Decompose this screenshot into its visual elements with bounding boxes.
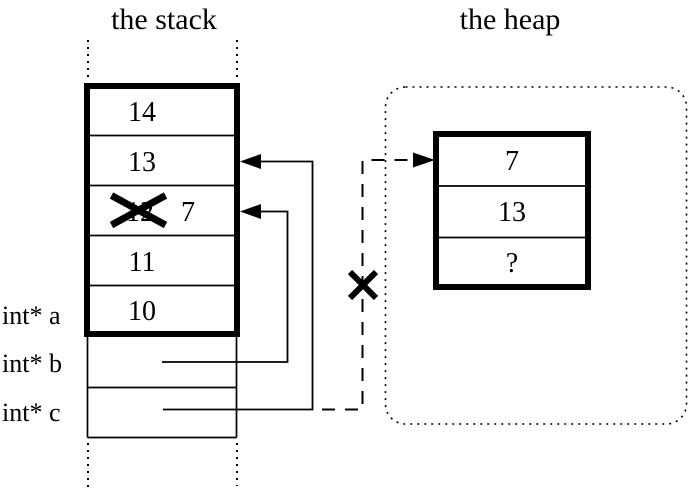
stack-cell-value-14: 14: [128, 97, 156, 128]
heap-cell-value-7: 7: [505, 146, 519, 177]
heap-cell-value-unknown: ?: [506, 248, 518, 279]
stack-title: the stack: [111, 3, 217, 36]
pointer-c-arrowhead-icon: [240, 154, 261, 169]
heap-region-dotted-border: [384, 86, 688, 425]
stack-frame-box: [84, 83, 240, 337]
pointer-c-line: [163, 160, 314, 411]
variable-label-c: int* c: [2, 398, 61, 427]
variable-label-b: int* b: [2, 349, 62, 378]
dangling-pointer-arrowhead-icon: [413, 152, 435, 168]
pointer-variable-cells: [86, 336, 238, 439]
pointer-b-arrowhead-icon: [240, 204, 261, 219]
variable-label-a: int* a: [2, 301, 61, 330]
stack-cell-value-10: 10: [128, 296, 156, 327]
heap-block-box: [433, 131, 591, 290]
stack-cell-value-11: 11: [129, 247, 156, 278]
severed-link-x-icon: [347, 269, 379, 301]
stack-cell-value-13: 13: [128, 147, 156, 178]
pointer-b-line: [162, 210, 289, 363]
stack-cell-new-value-7: 7: [181, 197, 195, 228]
heap-title: the heap: [460, 3, 561, 36]
heap-cell-value-13: 13: [498, 197, 526, 228]
crossed-out-value-x-icon: [109, 192, 168, 229]
